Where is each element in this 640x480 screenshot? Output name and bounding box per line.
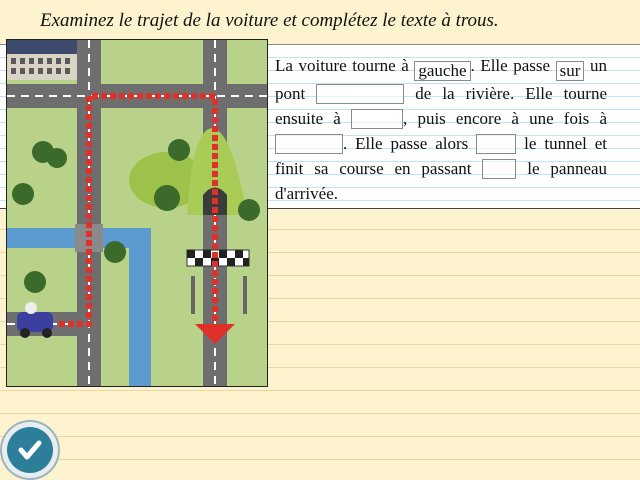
check-button-inner [7, 427, 53, 473]
text-segment: , puis encore à une fois à [403, 109, 608, 128]
blank-7[interactable] [482, 159, 517, 179]
text-segment: le tunnel et finit sa course en passant [275, 134, 608, 178]
text-segment: . Elle passe alors [343, 134, 469, 153]
blank-3[interactable] [316, 84, 405, 104]
route-map [6, 39, 268, 387]
checkmark-icon [18, 440, 42, 460]
tree-icon [12, 139, 260, 293]
text-segment: un pont [275, 56, 608, 103]
blank-2[interactable]: sur [555, 61, 585, 81]
car-route [59, 93, 218, 332]
text-segment: . Elle passe [470, 56, 551, 75]
check-answer-button[interactable] [2, 422, 58, 478]
blank-1[interactable]: gauche [414, 61, 471, 81]
blank-5[interactable] [275, 134, 343, 154]
river [7, 228, 151, 386]
bridge [75, 224, 103, 252]
blank-6[interactable] [476, 134, 517, 154]
route-arrow-icon [195, 324, 235, 344]
route-map-illustration [7, 40, 267, 386]
fill-in-text: La voiture tourne à gauche. Elle passe s… [275, 53, 607, 206]
building-icon [7, 40, 77, 80]
blank-4[interactable] [351, 109, 404, 129]
instruction-header: Examinez le trajet de la voiture et comp… [0, 0, 640, 44]
text-segment: La voiture tourne à [275, 56, 409, 75]
text-segment: le panneau d'arrivée. [275, 159, 608, 203]
text-segment: de la rivière. Elle tourne ensuite à [275, 84, 608, 128]
instruction-text: Examinez le trajet de la voiture et comp… [40, 10, 499, 31]
car-icon [17, 302, 53, 338]
